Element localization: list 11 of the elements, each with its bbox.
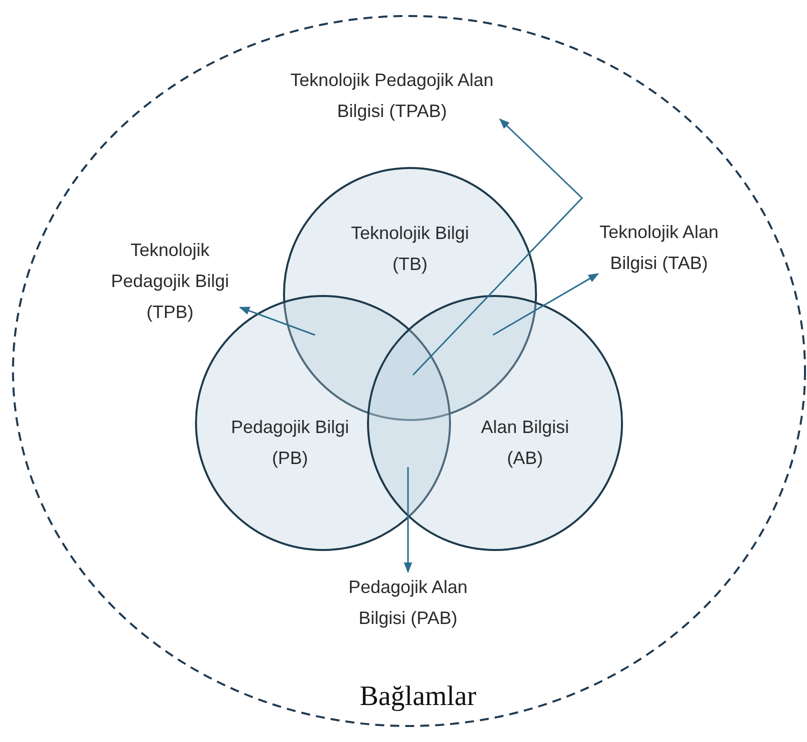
callout-label: Pedagojik Alan Bilgisi (PAB) xyxy=(347,576,469,630)
callout-label: Teknolojik Pedagojik Alan Bilgisi (TPAB) xyxy=(289,69,495,123)
circle-label: Teknolojik Bilgi (TB) xyxy=(350,222,470,276)
context-label: Bağlamlar xyxy=(358,681,478,712)
circle-label: Pedagojik Bilgi (PB) xyxy=(230,416,350,470)
leader-arrow xyxy=(412,118,584,376)
callout-label: Teknolojik Alan Bilgisi (TAB) xyxy=(598,221,720,275)
circle-label: Alan Bilgisi (AB) xyxy=(480,416,570,470)
leader-arrow xyxy=(239,306,316,336)
callout-label: Teknolojik Pedagojik Bilgi (TPB) xyxy=(110,239,230,324)
leader-arrow xyxy=(492,273,599,336)
